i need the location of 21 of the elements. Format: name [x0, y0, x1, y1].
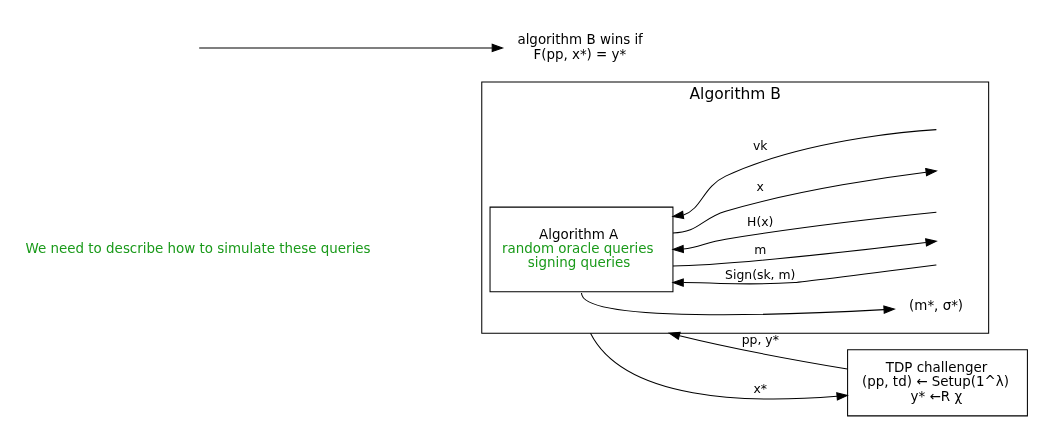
node-text: algorithm B wins if F(pp, x*) = y*	[517, 32, 643, 62]
edge-label: m	[754, 242, 767, 258]
edge-label: H(x)	[747, 214, 774, 230]
edge-label: x	[756, 179, 764, 195]
edge-label: Sign(sk, m)	[725, 267, 796, 283]
arrow	[580, 292, 896, 316]
arrow	[671, 264, 937, 287]
arrow	[667, 331, 848, 370]
arrow	[672, 238, 938, 267]
arrow	[198, 43, 505, 53]
edge-label: x*	[753, 380, 768, 396]
arrow	[671, 211, 937, 254]
label: We need to describe how to simulate these queries	[25, 241, 371, 256]
arrow	[672, 167, 938, 234]
edge-label: vk	[753, 137, 768, 153]
arrow	[671, 129, 937, 220]
node-text: (m*, σ*)	[909, 297, 964, 313]
node-box: TDP challenger (pp, td) ← Setup(1^λ) y* ←R χ	[847, 349, 1028, 417]
arrow	[590, 332, 849, 401]
node-box: Algorithm A random oracle queries signing queries	[489, 206, 674, 293]
edge-label: pp, y*	[741, 332, 779, 348]
